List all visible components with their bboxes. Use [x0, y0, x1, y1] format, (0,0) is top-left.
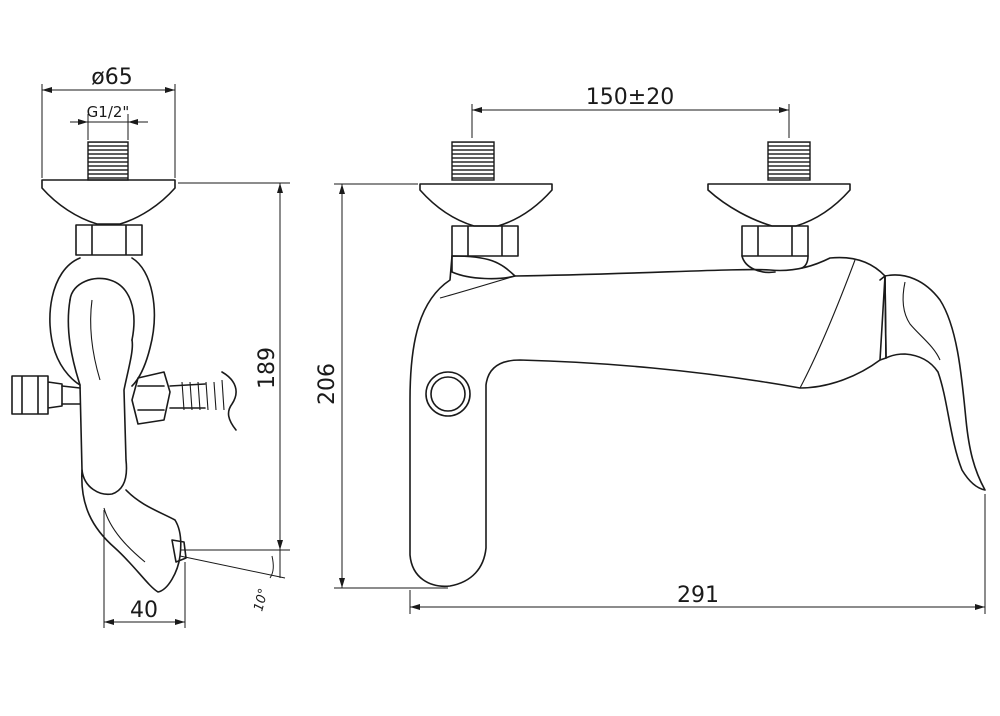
flange-diameter-label: ø65 — [91, 65, 132, 90]
front-dimensions: 150±20 206 291 — [315, 85, 986, 614]
left-thread-stub — [451, 141, 495, 181]
side-lever-detail — [90, 299, 101, 381]
right-hex-nut — [741, 225, 809, 257]
side-dimensions: ø65 G1/2" 189 10° 40 — [41, 65, 290, 628]
side-hose — [169, 383, 206, 409]
front-height-label: 206 — [315, 363, 340, 405]
side-knob-stem — [61, 385, 81, 405]
left-hex-nut — [451, 225, 519, 257]
spout-projection-label: 40 — [130, 598, 158, 623]
overall-width-label: 291 — [677, 583, 719, 608]
front-body-contour — [439, 259, 856, 389]
side-diverter-knob — [11, 375, 63, 415]
front-diverter-outer — [425, 371, 471, 417]
side-body-ring-right — [131, 257, 156, 387]
side-hose-break — [221, 371, 237, 431]
front-lever-base — [879, 275, 887, 361]
spout-angle-label: 10° — [251, 587, 271, 613]
side-view — [11, 141, 237, 593]
side-spout — [81, 469, 182, 593]
front-body — [409, 255, 886, 587]
side-thread-stub — [87, 141, 129, 181]
front-lever-edge — [902, 281, 941, 361]
front-diverter-inner — [430, 376, 466, 412]
side-hex-nut — [75, 224, 143, 256]
side-flange — [41, 179, 176, 225]
front-view — [409, 141, 986, 587]
right-thread-stub — [767, 141, 811, 181]
side-ring-inner — [69, 277, 135, 341]
right-flange — [707, 183, 851, 227]
front-lever — [884, 274, 986, 491]
inlet-spacing-label: 150±20 — [586, 85, 674, 110]
side-height-label: 189 — [255, 347, 280, 389]
side-hex-connector — [131, 371, 171, 425]
thread-label: G1/2" — [87, 103, 130, 121]
side-spout-inner — [103, 507, 146, 563]
left-flange — [419, 183, 553, 227]
side-aerator — [171, 539, 187, 563]
side-body-ring — [49, 257, 81, 386]
side-hose-ribs — [181, 379, 225, 411]
side-lever — [67, 299, 134, 496]
